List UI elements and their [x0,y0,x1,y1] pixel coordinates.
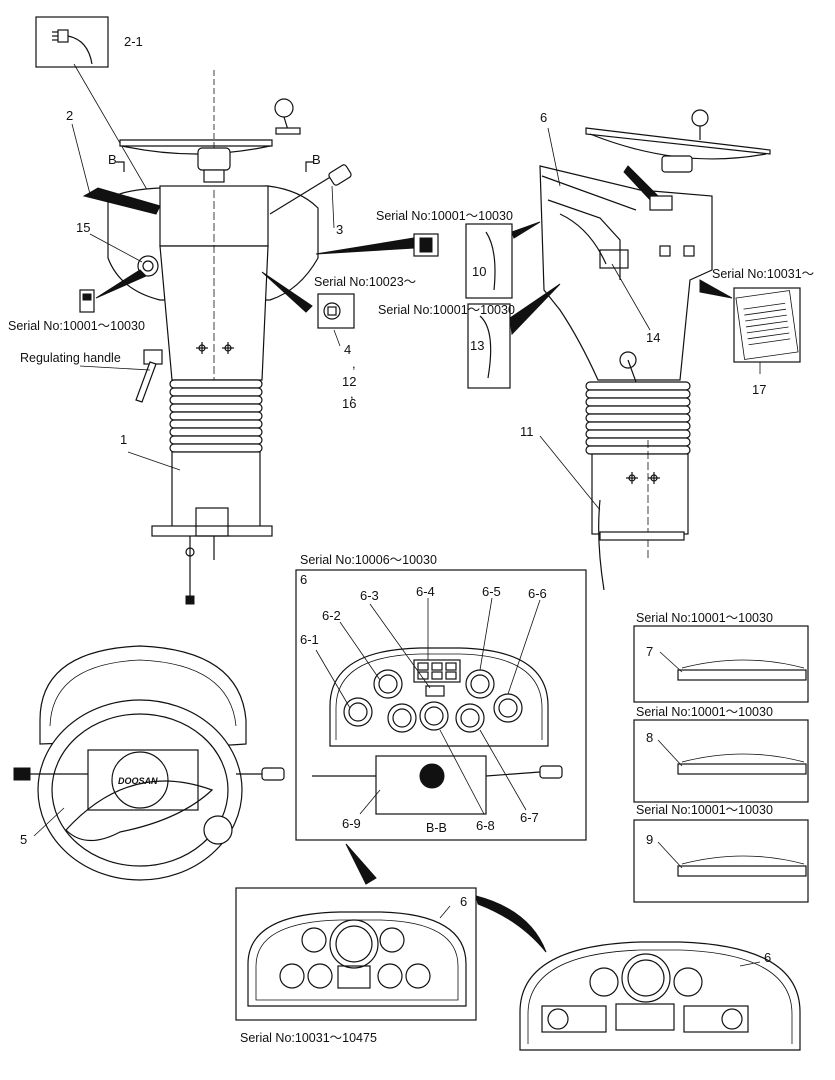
callout-6-9: 6-9 [342,816,361,831]
section-bb-label: B-B [426,821,447,835]
callout-3: 3 [336,222,343,237]
callout-5: 5 [20,832,27,847]
callout-6-5: 6-5 [482,584,501,599]
part-7-frame [633,625,809,703]
left-steering-column [35,16,355,605]
steering-wheel-front [13,645,285,881]
callout-11: 11 [520,424,534,439]
callout-10: 10 [472,264,486,279]
callout-1: 1 [120,432,127,447]
parts-7-8-9 [633,625,809,903]
callout-6-lower-right: 6 [764,950,771,965]
bellows-left [169,379,263,453]
callout-7: 7 [646,644,653,659]
callout-6-7: 6-7 [520,810,539,825]
callout-15: 15 [76,220,90,235]
callout-4-sep: , [352,356,356,371]
serial-note-cable-13: Serial No:10001～10030 [378,303,515,317]
callout-6-lower-left: 6 [460,894,467,909]
serial-note-part-9: Serial No:10001～10030 [636,803,773,817]
section-mark-b-left: B [108,152,117,167]
lower-panel-right [475,895,801,1051]
instruction-plate [733,287,801,363]
callout-6-top: 6 [540,110,547,125]
serial-note-panel-bb: Serial No:10006～10030 [300,553,437,567]
regulating-handle-label: Regulating handle [20,351,121,365]
callout-14: 14 [646,330,660,345]
callout-6-4: 6-4 [416,584,435,599]
panel-bb-frame [295,569,587,841]
callout-8: 8 [646,730,653,745]
callout-12-sep: , [350,386,354,401]
serial-note-part-7: Serial No:10001～10030 [636,611,773,625]
callout-16: 16 [342,396,356,411]
section-mark-b-right: B [312,152,321,167]
panel-bb-group [295,569,587,841]
warning-lamps-bb [413,659,461,697]
callout-6-3: 6-3 [360,588,379,603]
serial-note-key: Serial No:10023～ [314,275,416,289]
inset-cable-13 [467,303,511,389]
right-steering-column [315,109,801,591]
serial-note-left-switch: Serial No:10001～10030 [8,319,145,333]
panel-lower-frame [235,887,477,1021]
callout-2: 2 [66,108,73,123]
callout-13: 13 [470,338,484,353]
callout-6-bb: 6 [300,572,307,587]
callout-4: 4 [344,342,351,357]
callout-6-8: 6-8 [476,818,495,833]
inset-switch-icon [79,289,95,313]
callout-12: 12 [342,374,356,389]
switch-3 [269,164,352,215]
serial-note-panel-lower: Serial No:10031～10475 [240,1031,377,1045]
part-9-frame [633,819,809,903]
callout-17: 17 [752,382,766,397]
brand-label: DOOSAN [118,776,158,786]
lower-panel-left [235,843,477,1021]
part-8-frame [633,719,809,803]
inset-key-frame [317,293,355,329]
serial-note-cable-10: Serial No:10001～10030 [376,209,513,223]
gauges-bb [343,669,523,733]
inset-cable-10 [465,223,513,299]
regulating-handle [79,349,163,403]
callout-9: 9 [646,832,653,847]
callout-6-6: 6-6 [528,586,547,601]
indicator-icon [52,29,93,65]
serial-note-plate-17: Serial No:10031～ [712,267,814,281]
callout-6-1: 6-1 [300,632,319,647]
steering-wheel-left [119,70,301,183]
callout-6-2: 6-2 [322,608,341,623]
serial-note-part-8: Serial No:10001～10030 [636,705,773,719]
inset-2-1-frame [35,16,109,68]
bellows-right [585,381,691,455]
callout-2-1: 2-1 [124,34,143,49]
